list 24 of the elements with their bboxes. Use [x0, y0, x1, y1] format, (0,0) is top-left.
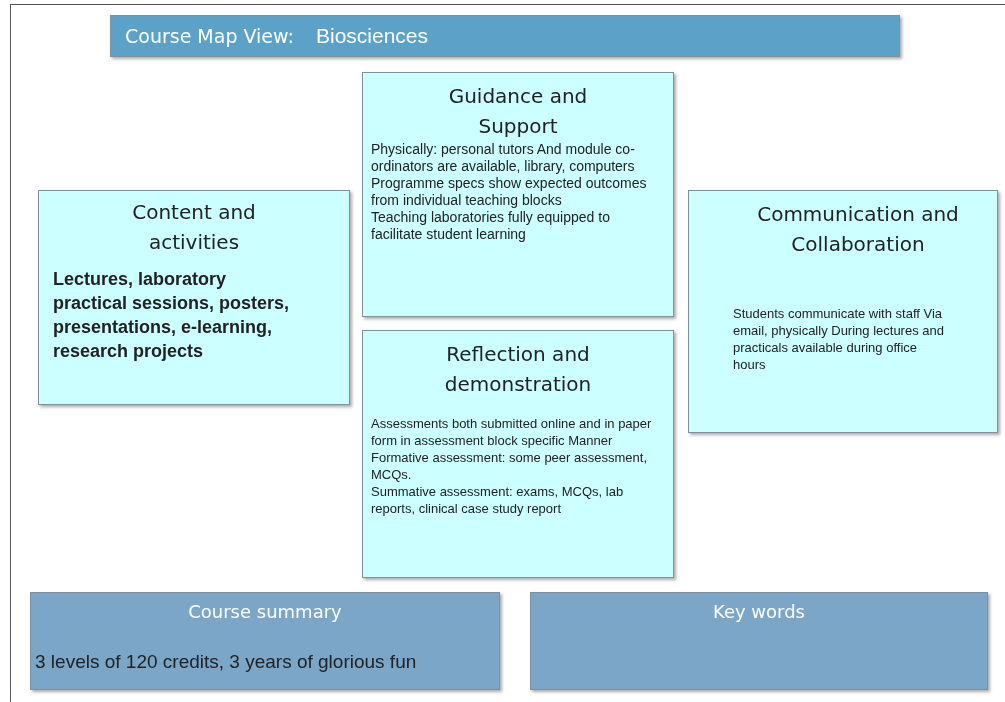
- card-text: Formative assessment: some peer assessment, MCQs.: [371, 449, 648, 483]
- card-text: Teaching laboratories fully equipped to facilitate student learning: [371, 209, 611, 243]
- summary-text: 3 levels of 120 credits, 3 years of glorious fun: [35, 653, 418, 670]
- card-heading: Content and activities: [131, 199, 257, 256]
- card-text: Lectures, laboratory practical sessions, posters, presentations, e-learning, research projects: [53, 268, 291, 363]
- title-banner: [110, 15, 900, 57]
- info-card: [362, 72, 674, 317]
- summary-panel: [30, 592, 500, 690]
- banner-title: Biosciences: [315, 24, 429, 48]
- info-card: [38, 190, 350, 405]
- card-text: Summative assessment: exams, MCQs, lab reports, clinical case study report: [371, 483, 625, 517]
- card-heading: Key words: [712, 600, 806, 624]
- card-heading: Guidance and Support: [447, 83, 589, 140]
- card-text: Programme specs show expected outcomes from individual teaching blocks: [371, 175, 648, 209]
- summary-panel: [530, 592, 988, 690]
- card-text: Students communicate with staff Via email, physically During lectures and practicals available during office hours: [733, 305, 945, 373]
- card-heading: Reflection and demonstration: [443, 341, 593, 398]
- card-text: Assessments both submitted online and in paper form in assessment block specific Manner: [371, 415, 653, 449]
- card-heading: Communication and Collaboration: [756, 201, 960, 258]
- card-text: Physically: personal tutors And module co-ordinators are available, library, computers: [371, 141, 636, 175]
- info-card: [362, 330, 674, 578]
- info-card: [688, 190, 998, 433]
- banner-label: Course Map View:: [125, 25, 294, 47]
- card-heading: Course summary: [187, 600, 343, 624]
